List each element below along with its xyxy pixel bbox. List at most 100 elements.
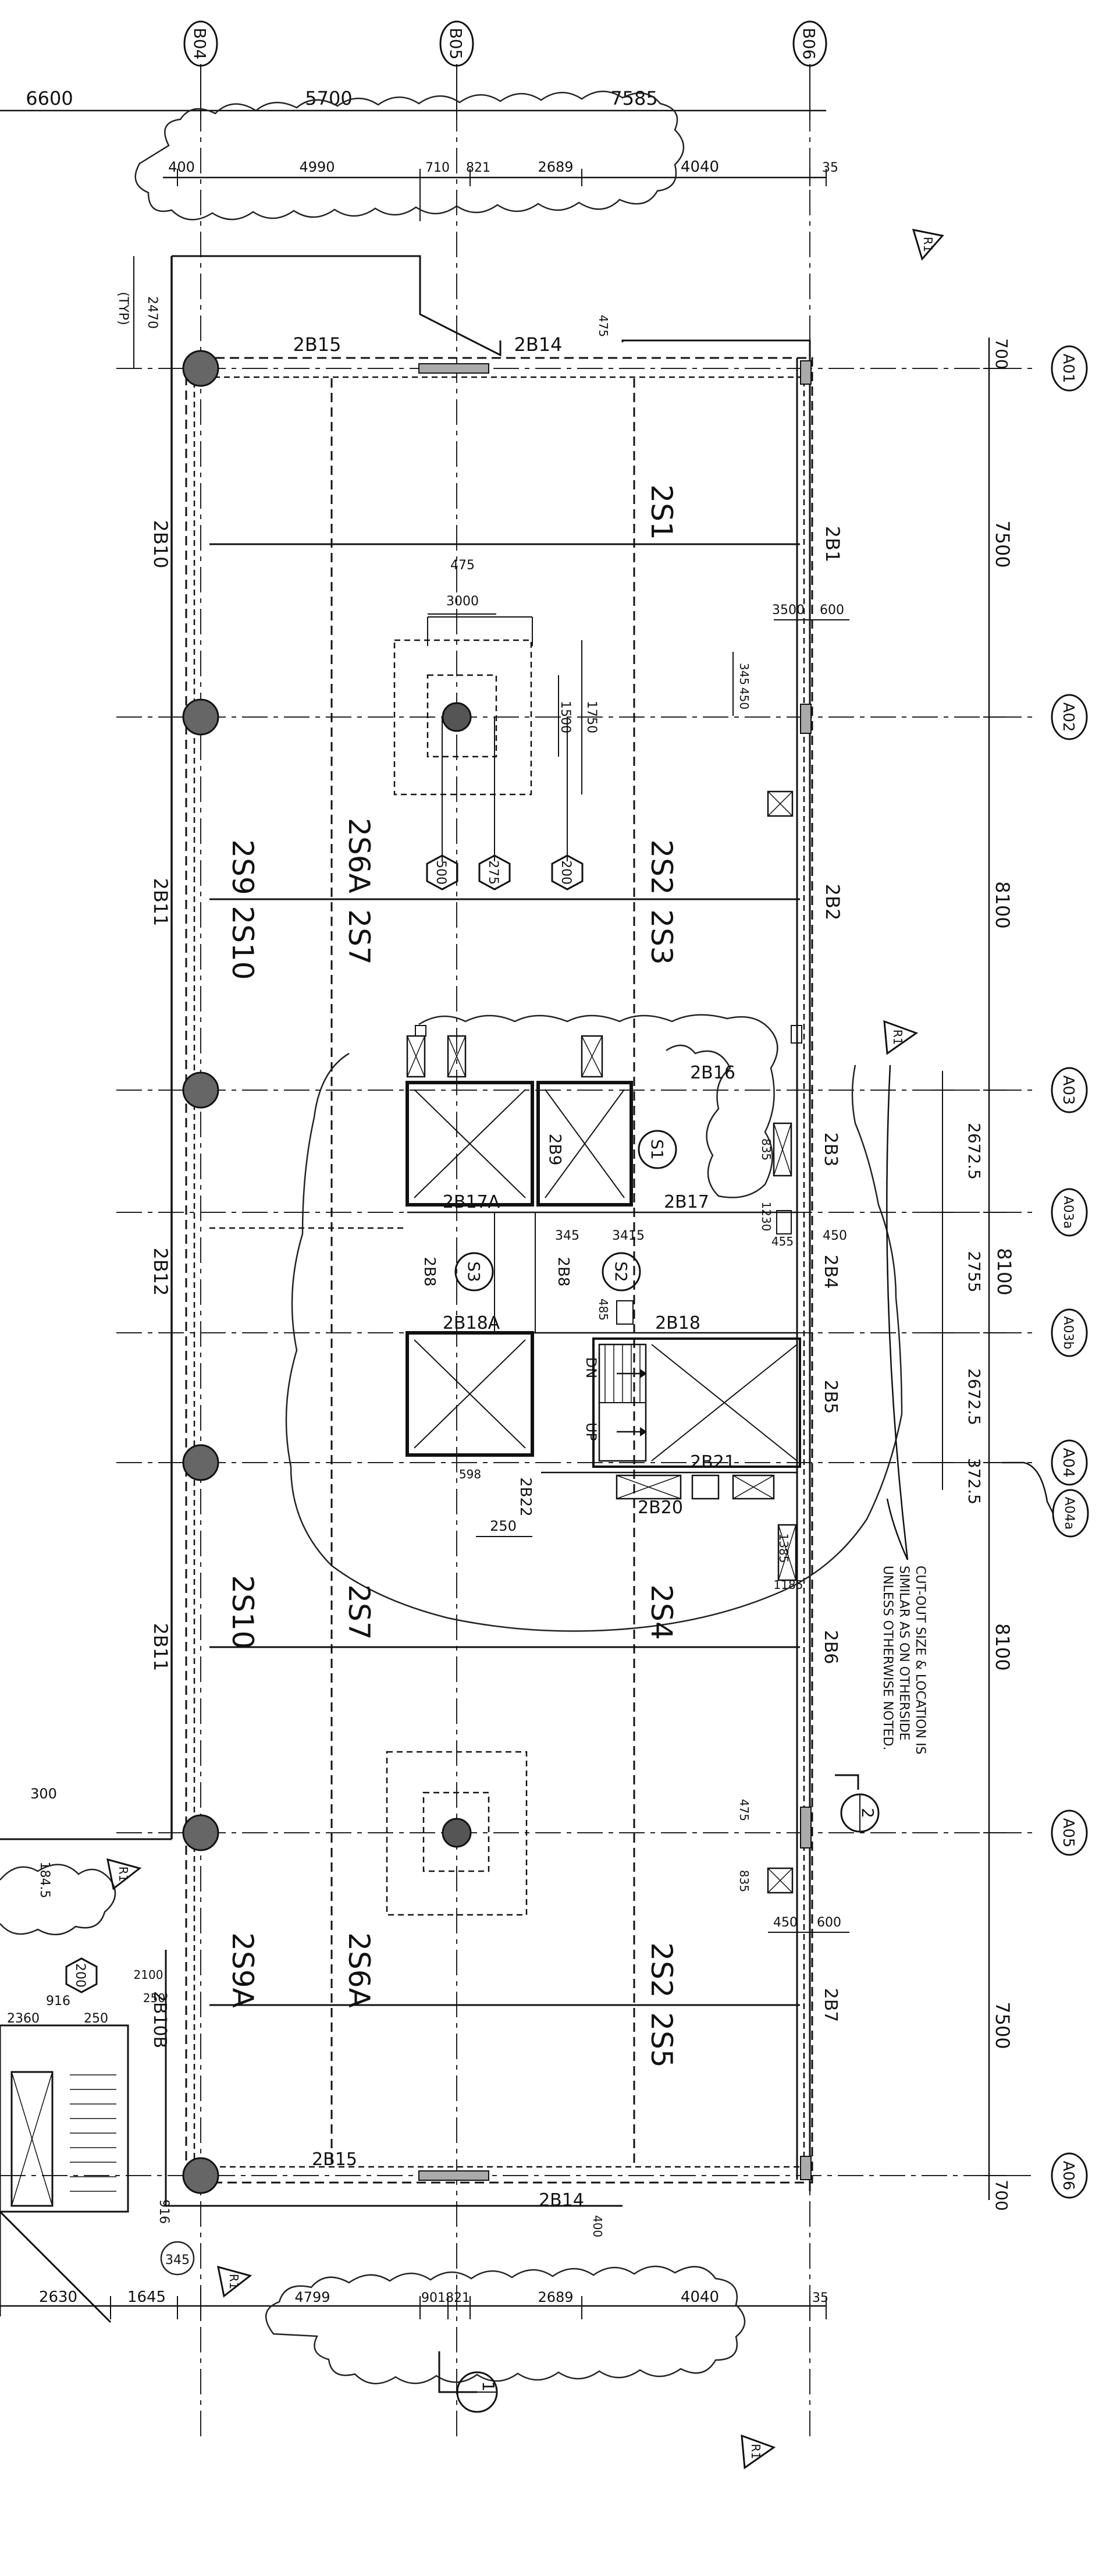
dim-text: 2360 — [7, 2011, 40, 2026]
dim-text: 475 — [737, 1799, 751, 1821]
secondary-beams — [209, 378, 800, 2165]
dim-text: 4040 — [681, 2288, 719, 2306]
revision-label: R1 — [891, 1030, 905, 1045]
revision-triangle: R1 — [912, 229, 944, 261]
revision-tags: R1 R1 R1 R1 R1 — [106, 229, 944, 2469]
column-marker — [182, 2157, 219, 2194]
dim-text: 345 — [737, 663, 751, 685]
dim-text: 2689 — [538, 159, 573, 175]
dim-text: 916 — [46, 1994, 70, 2009]
bottom-dimensions: 2630 1645 4799 901 821 2689 4040 35 — [0, 2265, 828, 2385]
dim-text: 450 — [773, 1915, 798, 1930]
grid-label: A03a — [1061, 1196, 1075, 1229]
right-dimensions: 700 7500 8100 2672.5 8100 2755 2672.5 37… — [931, 338, 1015, 2211]
building-outline — [0, 255, 813, 2207]
grid-label: A04 — [1059, 1448, 1077, 1478]
dim-text: 2689 — [538, 2289, 573, 2305]
beam-label: 2B14 — [539, 2190, 584, 2210]
dim-text: 475 — [596, 315, 610, 337]
note-line: UNLESS OTHERWISE NOTED. — [880, 1566, 895, 1750]
revision-triangle: R1 — [217, 2265, 252, 2298]
hexagon-label: 200 — [73, 1963, 87, 1988]
circle-marker-label: S2 — [611, 1261, 631, 1282]
column-marker — [182, 1444, 219, 1481]
beam-label: 2B22 — [517, 1477, 534, 1516]
opening-lower — [386, 1751, 528, 1916]
slab-label: 2S9 — [226, 839, 259, 895]
beam-label: 2B10 — [150, 520, 172, 568]
column-marker — [182, 698, 219, 736]
beam-label: 2B12 — [150, 1247, 172, 1296]
dim-text: 2630 — [39, 2288, 77, 2306]
slab-label: 2S6A — [342, 1932, 376, 2008]
slab-label: 2S3 — [645, 909, 678, 964]
dim-text: 600 — [820, 603, 844, 618]
dim-text: 2755 — [965, 1251, 984, 1292]
stair-direction: DN — [583, 1357, 599, 1378]
dim-text: 6600 — [26, 87, 73, 109]
section-marker-2: 2 — [835, 1774, 880, 1833]
revision-cloud-bottom — [265, 2265, 746, 2385]
revision-label: R1 — [116, 1867, 130, 1882]
beam-label: 2B10B — [150, 1991, 170, 2048]
grid-bubble-a03b: A03b — [1051, 1308, 1088, 1357]
dim-text: 901 — [421, 2291, 446, 2305]
grid-label: A03 — [1059, 1076, 1077, 1105]
dim-text: 455 — [771, 1234, 794, 1248]
columns — [182, 350, 812, 2194]
revision-triangle: R1 — [883, 1020, 919, 1055]
dim-text: 1645 — [127, 2288, 166, 2306]
grid-label: B04 — [190, 28, 209, 60]
dim-text: (TYP) — [116, 292, 130, 325]
dim-text: 835 — [737, 1870, 751, 1892]
hexagon-label: 275 — [486, 860, 500, 885]
beam-label: 2B14 — [514, 333, 562, 356]
right-grid-bubbles: A01 A02 A03 A03a A03b A04 A04a A — [1002, 345, 1089, 2199]
dim-text: 700 — [992, 338, 1011, 369]
dim-text: 1750 — [584, 701, 599, 733]
note-line: SIMILAR AS ON OTHERSIDE — [897, 1566, 911, 1741]
beam-label: 2B18 — [655, 1313, 700, 1333]
slab-label: 2S4 — [645, 1584, 678, 1640]
dim-text: 7585 — [610, 87, 657, 109]
cutout-note: CUT-OUT SIZE & LOCATION IS SIMILAR AS ON… — [880, 1065, 927, 1755]
dim-text: 821 — [466, 161, 490, 175]
grid-label: B05 — [446, 28, 465, 60]
beam-label: 2B17A — [443, 1192, 500, 1212]
beam-labels: 2B15 2B14 2B1 2B10 2B2 2B11 2B16 2B3 2B9… — [150, 333, 844, 2210]
slab-label: 2S6A — [342, 818, 376, 893]
beam-label: 2B20 — [638, 1498, 683, 1518]
dim-text: 2470 — [145, 296, 159, 329]
slab-label: 2S9A — [226, 1932, 259, 2008]
dim-text: 1230 — [759, 1202, 773, 1232]
core-lifts-stairs: DN UP — [285, 790, 903, 1894]
dim-text: 35 — [822, 161, 838, 175]
dim-text: 475 — [450, 558, 475, 573]
top-grid-bubbles: B04 B05 B06 — [183, 20, 827, 67]
section-number: 1 — [479, 2381, 498, 2392]
beam-label: 2B21 — [690, 1452, 735, 1472]
section-number: 2 — [858, 1808, 877, 1818]
beam-label: 2B6 — [820, 1630, 841, 1665]
dim-text: 2100 — [134, 1968, 163, 1982]
revision-cloud-core — [285, 1014, 903, 1632]
slab-labels: 2S1 2S2 2S3 2S6A 2S7 2S9 2S10 2S10 2S7 2… — [226, 484, 678, 2067]
beam-label: 2B17 — [664, 1192, 709, 1212]
dim-text: 600 — [817, 1915, 841, 1930]
beam-label: 2B16 — [690, 1063, 735, 1083]
opening-upper: 475 3000 1500 1750 — [393, 558, 599, 861]
grid-bubble-b04: B04 — [183, 20, 218, 67]
dim-text: 372.5 — [965, 1458, 984, 1505]
slab-label: 2S10 — [226, 906, 259, 980]
note-line: CUT-OUT SIZE & LOCATION IS — [913, 1566, 927, 1755]
grid-bubble-a03a: A03a — [1051, 1188, 1088, 1237]
grid-label: A05 — [1059, 1818, 1077, 1848]
dim-text: 1500 — [558, 701, 572, 733]
circle-marker-label: S3 — [464, 1261, 483, 1282]
grid-bubble-b06: B06 — [792, 20, 827, 67]
dim-text: 345 — [555, 1229, 579, 1243]
top-dimensions: 6600 5700 7585 400 4990 710 821 2689 404… — [0, 64, 838, 221]
dim-text: 485 — [596, 1298, 610, 1321]
dim-text: 5700 — [305, 87, 352, 109]
column-marker — [442, 1818, 472, 1848]
